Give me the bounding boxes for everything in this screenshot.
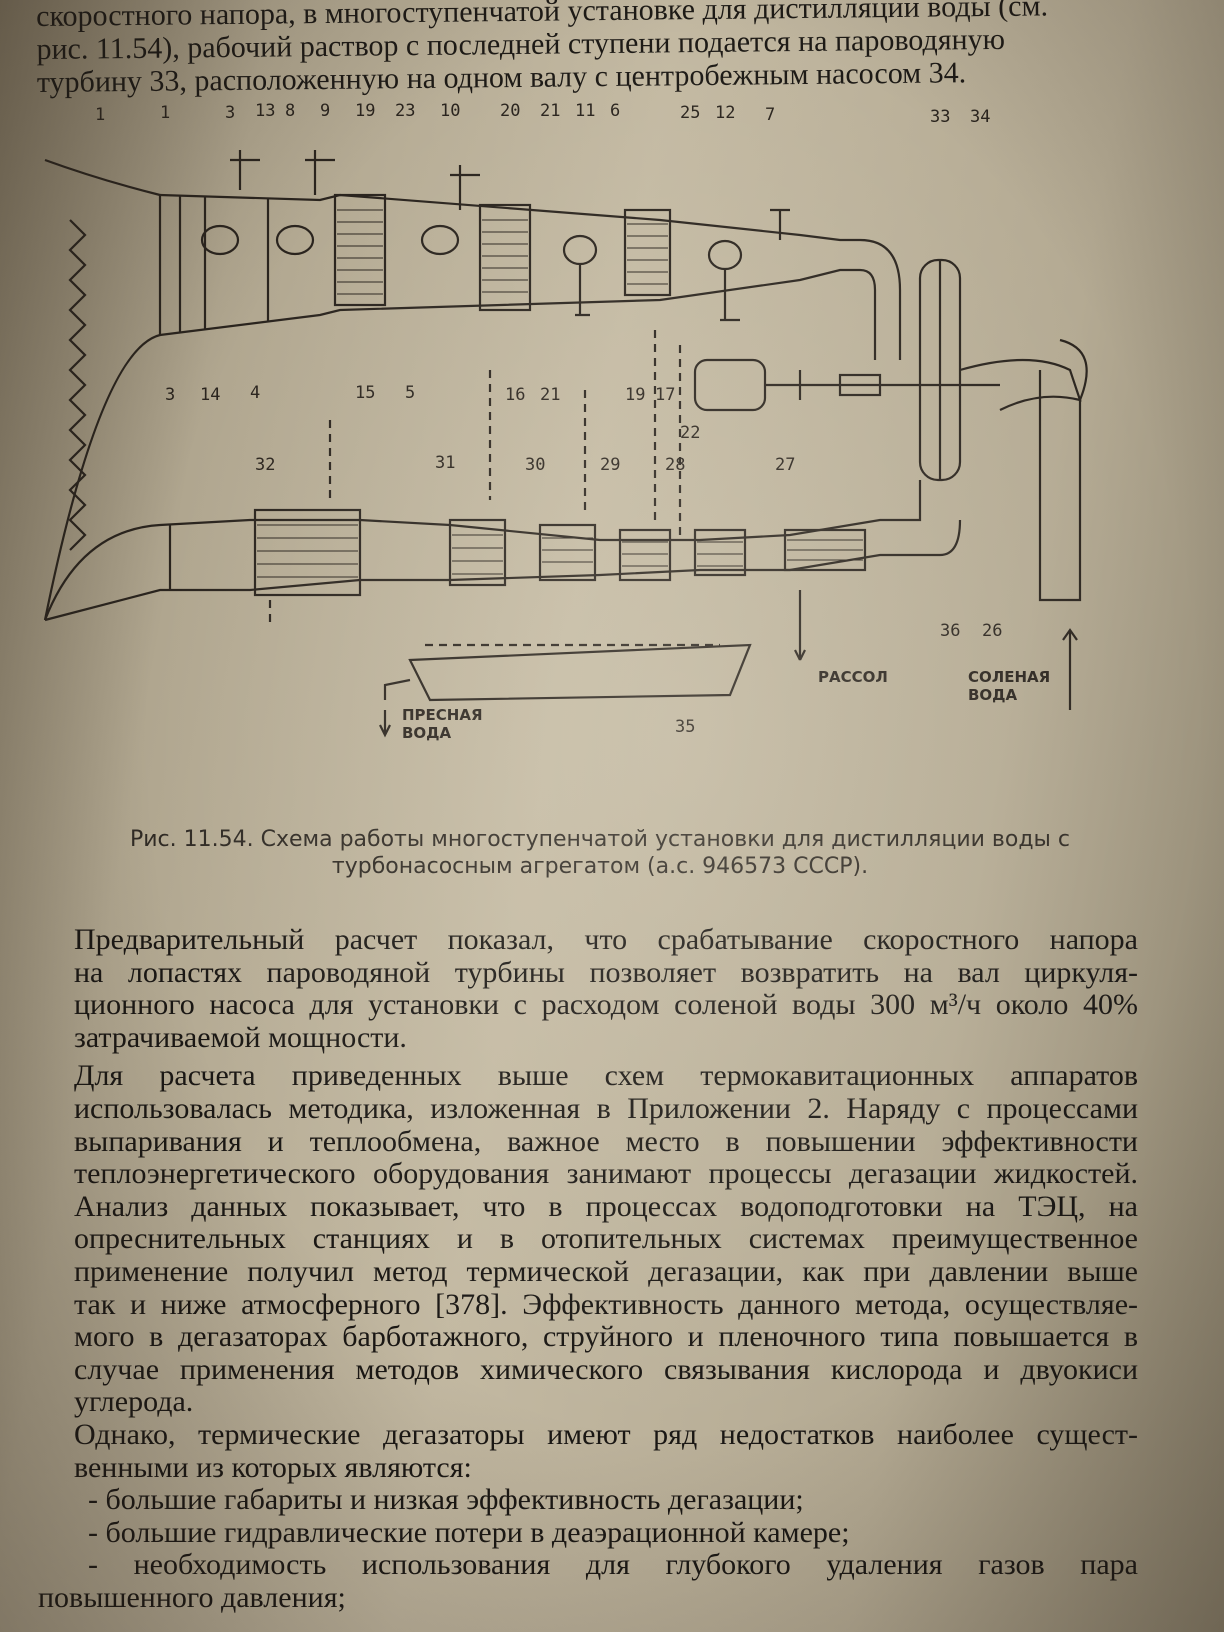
stage-31 xyxy=(448,518,507,587)
body-text: Предварительный расчет показал, что сраб… xyxy=(38,923,1138,1614)
label-19m: 19 xyxy=(625,385,645,405)
paragraph: Для расчета приведенных выше схем термок… xyxy=(38,1060,1138,1190)
text-line: Предварительный расчет показал, что сраб… xyxy=(74,923,1138,956)
label-20: 20 xyxy=(500,101,520,121)
label-5: 5 xyxy=(405,383,415,403)
label-14: 14 xyxy=(200,385,220,405)
label-21m: 21 xyxy=(540,385,560,405)
label-28: 28 xyxy=(665,455,685,475)
label-salt-water-1: СОЛЕНАЯ xyxy=(968,668,1050,686)
label-9: 9 xyxy=(320,101,330,121)
list-item: - необходимость использования для глубок… xyxy=(88,1548,1138,1582)
label-salt-water-2: ВОДА xyxy=(968,686,1018,704)
label-fresh-water-1: ПРЕСНАЯ xyxy=(402,706,483,724)
label-16: 16 xyxy=(505,385,525,405)
label-7: 7 xyxy=(765,105,775,125)
caption-line: турбонасосным агрегатом (а.с. 946573 ССС… xyxy=(331,854,869,879)
tray-35 xyxy=(408,643,752,702)
top-pipe-lower xyxy=(159,268,877,360)
bullet-list: - большие габариты и низкая эффективност… xyxy=(38,1483,1138,1614)
text-line: так и ниже атмосферного [378]. Эффективн… xyxy=(74,1287,1138,1321)
label-29: 29 xyxy=(600,455,620,475)
list-item: - большие габариты и низкая эффективност… xyxy=(88,1483,804,1517)
stage-27 xyxy=(783,528,867,572)
label-3m: 3 xyxy=(165,385,175,405)
heater-coil xyxy=(68,219,87,551)
distillation-diagram: 1 1 3 13 8 9 19 23 10 20 21 11 6 25 12 7… xyxy=(40,100,1150,800)
label-27: 27 xyxy=(775,455,795,475)
label-21: 21 xyxy=(540,101,560,121)
stage-23 xyxy=(333,193,387,307)
label-1: 1 xyxy=(95,105,105,125)
text-line: использовалась методика, изложенная в Пр… xyxy=(74,1091,1138,1125)
stage-29 xyxy=(618,528,672,582)
text-line: мого в дегазаторах барботажного, струйно… xyxy=(74,1320,1138,1354)
label-4: 4 xyxy=(250,383,260,403)
text-line: случае применения методов химического св… xyxy=(74,1352,1138,1386)
text-line: венными из которых являются: xyxy=(74,1450,472,1484)
figure-caption: Рис. 11.54. Схема работы многоступенчато… xyxy=(90,826,1110,880)
label-22: 22 xyxy=(680,423,700,443)
label-brine: РАССОЛ xyxy=(818,668,888,686)
stage-20 xyxy=(478,203,532,312)
stage-25 xyxy=(623,208,672,297)
text-line: на лопастях пароводяной турбины позволяе… xyxy=(74,955,1138,989)
top-paragraph: скоростного напора, в многоступенчатой у… xyxy=(36,0,1137,99)
label-19: 19 xyxy=(355,101,375,121)
label-35: 35 xyxy=(675,717,695,737)
label-12: 12 xyxy=(715,103,735,123)
label-26: 26 xyxy=(982,621,1002,641)
stage-28 xyxy=(693,528,747,577)
text-line: опреснительных станциях и в отопительных… xyxy=(74,1222,1138,1256)
paragraph: Анализ данных показывает, что в процесса… xyxy=(38,1189,1138,1419)
label-6: 6 xyxy=(610,101,620,121)
text-line: Анализ данных показывает, что в процесса… xyxy=(74,1189,1138,1223)
motor xyxy=(693,358,767,412)
paragraph: Однако, термические дегазаторы имеют ряд… xyxy=(38,1417,1138,1484)
label-32: 32 xyxy=(255,455,275,475)
text-line: теплоэнергетического оборудования занима… xyxy=(74,1157,1138,1191)
text-line: ционного насоса для установки с расходом… xyxy=(74,988,1138,1022)
bottom-pipe-lower xyxy=(44,519,962,622)
label-15: 15 xyxy=(355,383,375,403)
label-17: 17 xyxy=(655,385,675,405)
pump-34 xyxy=(959,358,1082,411)
text-line: затрачиваемой мощности. xyxy=(74,1020,407,1054)
label-25: 25 xyxy=(680,103,700,123)
label-8: 8 xyxy=(285,101,295,121)
label-10: 10 xyxy=(440,101,460,121)
text-line: углерода. xyxy=(74,1385,194,1419)
text-line: Однако, термические дегазаторы имеют ряд… xyxy=(74,1417,1138,1451)
caption-line: Рис. 11.54. Схема работы многоступенчато… xyxy=(129,827,1071,852)
label-36: 36 xyxy=(940,621,960,641)
label-30: 30 xyxy=(525,455,545,475)
diagram-svg: 1 1 3 13 8 9 19 23 10 20 21 11 6 25 12 7… xyxy=(43,101,1088,742)
list-item: повышенного давления; xyxy=(38,1580,346,1614)
label-11: 11 xyxy=(575,101,595,121)
stage-32 xyxy=(253,508,362,597)
text-line: Для расчета приведенных выше схем термок… xyxy=(74,1059,1138,1093)
list-item: - большие гидравлические потери в деаэра… xyxy=(88,1515,850,1549)
top-pipe-upper xyxy=(159,193,902,360)
text-line: выпаривания и теплообмена, важное место … xyxy=(74,1124,1138,1158)
stage-hatching xyxy=(257,209,863,578)
label-31: 31 xyxy=(435,453,455,473)
label-33: 33 xyxy=(930,107,950,127)
label-13: 13 xyxy=(255,101,275,121)
stage-30 xyxy=(538,523,597,582)
label-23: 23 xyxy=(395,101,415,121)
text-line: применение получил метод термической дег… xyxy=(74,1254,1138,1288)
label-34: 34 xyxy=(970,107,990,127)
paragraph: Предварительный расчет показал, что сраб… xyxy=(38,923,1138,1054)
bottom-pipe-upper xyxy=(43,480,922,621)
label-1b: 1 xyxy=(160,103,170,123)
heater-housing xyxy=(43,158,162,621)
label-fresh-water-2: ВОДА xyxy=(402,724,452,742)
label-3: 3 xyxy=(225,103,235,123)
